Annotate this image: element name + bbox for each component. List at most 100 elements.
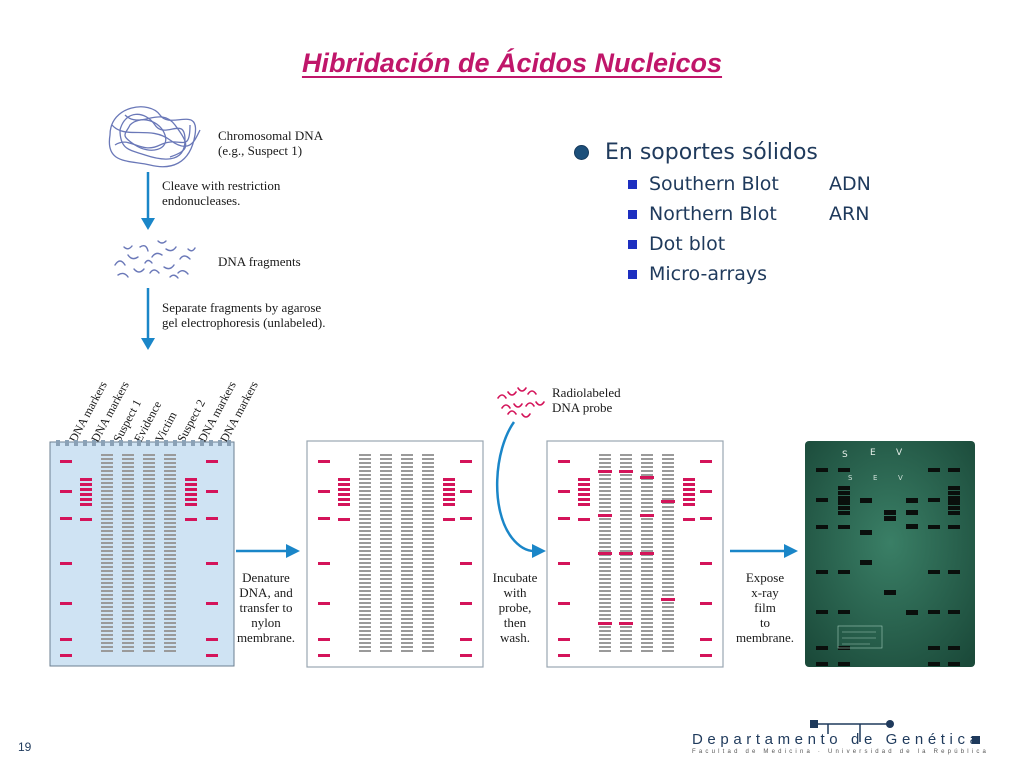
dna-smear-band [662, 614, 674, 616]
square-bullet-icon [628, 269, 637, 279]
dna-smear-band [422, 566, 434, 568]
dna-smear-band [164, 598, 176, 600]
dna-smear-band [662, 518, 674, 520]
dna-smear-band [164, 630, 176, 632]
dna-smear-band [599, 566, 611, 568]
dna-smear-band [122, 598, 134, 600]
marker-band [338, 493, 350, 496]
dna-smear-band [122, 526, 134, 528]
dna-smear-band [401, 514, 413, 516]
dna-smear-band [359, 642, 371, 644]
dna-smear-band [380, 570, 392, 572]
dna-smear-band [662, 590, 674, 592]
marker-band [700, 638, 712, 641]
dna-smear-band [641, 630, 653, 632]
dna-smear-band [359, 530, 371, 532]
marker-band [700, 602, 712, 605]
dna-smear-band [101, 562, 113, 564]
gel-comb-tooth [56, 440, 60, 446]
dna-smear-band [359, 478, 371, 480]
dna-smear-band [122, 542, 134, 544]
dna-smear-band [164, 586, 176, 588]
dna-smear-band [164, 538, 176, 540]
dna-smear-band [164, 462, 176, 464]
dna-smear-band [380, 634, 392, 636]
dna-smear-band [380, 510, 392, 512]
dna-smear-band [143, 574, 155, 576]
dna-smear-band [422, 602, 434, 604]
dna-smear-band [380, 606, 392, 608]
dna-smear-band [422, 530, 434, 532]
dna-smear-band [380, 614, 392, 616]
dna-smear-band [422, 578, 434, 580]
film-band [928, 525, 940, 529]
dna-smear-band [401, 574, 413, 576]
dna-smear-band [599, 650, 611, 652]
dna-smear-band [359, 610, 371, 612]
dna-smear-band [641, 502, 653, 504]
dna-smear-band [143, 646, 155, 648]
dna-smear-band [401, 650, 413, 652]
gel-comb-tooth [65, 440, 69, 446]
dna-smear-band [122, 606, 134, 608]
dna-smear-band [422, 538, 434, 540]
dna-smear-band [101, 602, 113, 604]
dna-smear-band [380, 494, 392, 496]
bullet-item-microarrays: Micro-arrays [628, 263, 871, 285]
dna-smear-band [122, 454, 134, 456]
dna-smear-band [641, 458, 653, 460]
dna-smear-band [380, 598, 392, 600]
dna-smear-band [101, 538, 113, 540]
dna-smear-band [359, 518, 371, 520]
film-band [928, 468, 940, 472]
dna-smear-band [359, 482, 371, 484]
dna-smear-band [662, 454, 674, 456]
film-band [906, 510, 918, 515]
dna-smear-band [380, 646, 392, 648]
dna-smear-band [401, 634, 413, 636]
dna-smear-band [401, 474, 413, 476]
probe-hybrid-band [640, 476, 654, 479]
dna-smear-band [101, 522, 113, 524]
gel-comb-tooth [191, 440, 195, 446]
gel-comb-tooth [92, 440, 96, 446]
dna-smear-band [101, 650, 113, 652]
dna-smear-band [620, 650, 632, 652]
marker-band [185, 503, 197, 506]
film-band [860, 530, 872, 535]
dna-smear-band [122, 594, 134, 596]
dna-smear-band [101, 614, 113, 616]
dna-smear-band [143, 530, 155, 532]
dna-smear-band [122, 474, 134, 476]
marker-band [558, 638, 570, 641]
dna-smear-band [401, 510, 413, 512]
dna-smear-band [422, 486, 434, 488]
marker-band [460, 638, 472, 641]
dna-smear-band [122, 630, 134, 632]
dna-smear-band [401, 466, 413, 468]
dna-smear-band [380, 586, 392, 588]
dna-smear-band [401, 578, 413, 580]
dna-smear-band [599, 606, 611, 608]
dna-smear-band [143, 526, 155, 528]
dna-smear-band [401, 530, 413, 532]
film-band [948, 506, 960, 510]
gel-comb-tooth [209, 440, 213, 446]
dna-smear-band [101, 586, 113, 588]
dna-smear-band [599, 558, 611, 560]
dna-smear-band [101, 514, 113, 516]
dna-smear-band [599, 618, 611, 620]
dna-smear-band [620, 530, 632, 532]
dna-smear-band [641, 498, 653, 500]
dna-smear-band [164, 490, 176, 492]
marker-band [558, 490, 570, 493]
dna-smear-band [401, 638, 413, 640]
dna-smear-band [101, 510, 113, 512]
dna-smear-band [422, 626, 434, 628]
film-band [838, 486, 850, 490]
dna-smear-band [380, 478, 392, 480]
agarose-gel [49, 440, 235, 667]
dna-smear-band [599, 614, 611, 616]
marker-band [700, 562, 712, 565]
